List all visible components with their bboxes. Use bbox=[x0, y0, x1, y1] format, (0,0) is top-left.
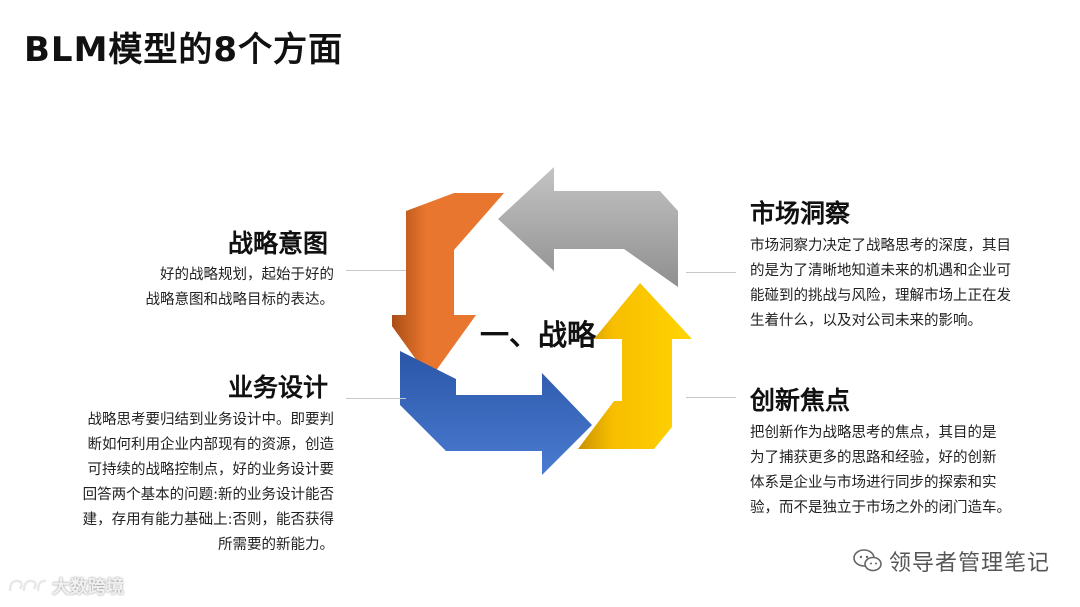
text-line: 所需要的新能力。 bbox=[218, 537, 334, 553]
leader-line-innovation-focus bbox=[686, 397, 736, 398]
text-line: 市场洞察力决定了战略思考的深度，其目 bbox=[750, 238, 1011, 254]
text-line: 可持续的战略控制点，好的业务设计要 bbox=[87, 462, 335, 478]
arrow-orange bbox=[392, 193, 504, 379]
leader-line-strategic-intent bbox=[346, 270, 406, 271]
market-insight-heading: 市场洞察 bbox=[750, 199, 851, 228]
text-line: 好的战略规划，起始于好的 bbox=[160, 267, 334, 283]
corner-watermark: 大数跨境 bbox=[8, 573, 124, 599]
text-line: 能碰到的挑战与风险，理解市场上正在发 bbox=[750, 288, 1011, 304]
arrow-blue bbox=[400, 351, 592, 475]
leader-line-business-design bbox=[346, 398, 406, 399]
market-insight-text: 市场洞察力决定了战略思考的深度，其目 的是为了清晰地知道未来的机遇和企业可 能碰… bbox=[750, 234, 1011, 334]
strategic-intent-heading: 战略意图 bbox=[227, 229, 328, 258]
text-line: 验，而不是独立于市场之外的闭门造车。 bbox=[750, 500, 1011, 516]
text-line: 为了捕获更多的思路和经验，好的创新 bbox=[750, 450, 997, 466]
strategic-intent-text: 好的战略规划，起始于好的 战略意图和战略目标的表达。 bbox=[146, 263, 335, 313]
innovation-focus-heading: 创新焦点 bbox=[750, 386, 851, 415]
text-line: 战略意图和战略目标的表达。 bbox=[145, 292, 335, 308]
cycle-arrows bbox=[392, 167, 692, 475]
innovation-focus-text: 把创新作为战略思考的焦点，其目的是 为了捕获更多的思路和经验，好的创新 体系是企… bbox=[750, 421, 1011, 521]
text-line: 生着什么，以及对公司未来的影响。 bbox=[750, 313, 982, 329]
text-line: 断如何利用企业内部现有的资源，创造 bbox=[87, 437, 335, 453]
arrow-yellow bbox=[578, 283, 692, 449]
arrow-gray bbox=[498, 167, 678, 287]
business-design-heading: 业务设计 bbox=[227, 373, 328, 402]
center-label: 一、战略 bbox=[480, 318, 597, 352]
business-design-text: 战略思考要归结到业务设计中。即要判 断如何利用企业内部现有的资源，创造 可持续的… bbox=[83, 408, 334, 558]
brand-watermark-text: 领导者管理笔记 bbox=[888, 551, 1050, 576]
leader-line-market-insight bbox=[686, 272, 736, 273]
corner-watermark-text: 大数跨境 bbox=[52, 577, 124, 598]
text-line: 把创新作为战略思考的焦点，其目的是 bbox=[750, 425, 997, 441]
text-line: 建，存用有能力基础上:否则，能否获得 bbox=[82, 512, 334, 528]
text-line: 回答两个基本的问题:新的业务设计能否 bbox=[82, 487, 334, 503]
logo-icon bbox=[8, 579, 47, 592]
text-line: 的是为了清晰地知道未来的机遇和企业可 bbox=[750, 263, 1011, 279]
text-line: 战略思考要归结到业务设计中。即要判 bbox=[87, 412, 335, 428]
wechat-icon bbox=[853, 549, 882, 572]
text-line: 体系是企业与市场进行同步的探索和实 bbox=[750, 475, 997, 491]
brand-watermark: 领导者管理笔记 bbox=[853, 545, 1050, 577]
strategy-cycle-diagram bbox=[392, 165, 704, 477]
page-title: BLM模型的8个方面 bbox=[24, 30, 344, 70]
